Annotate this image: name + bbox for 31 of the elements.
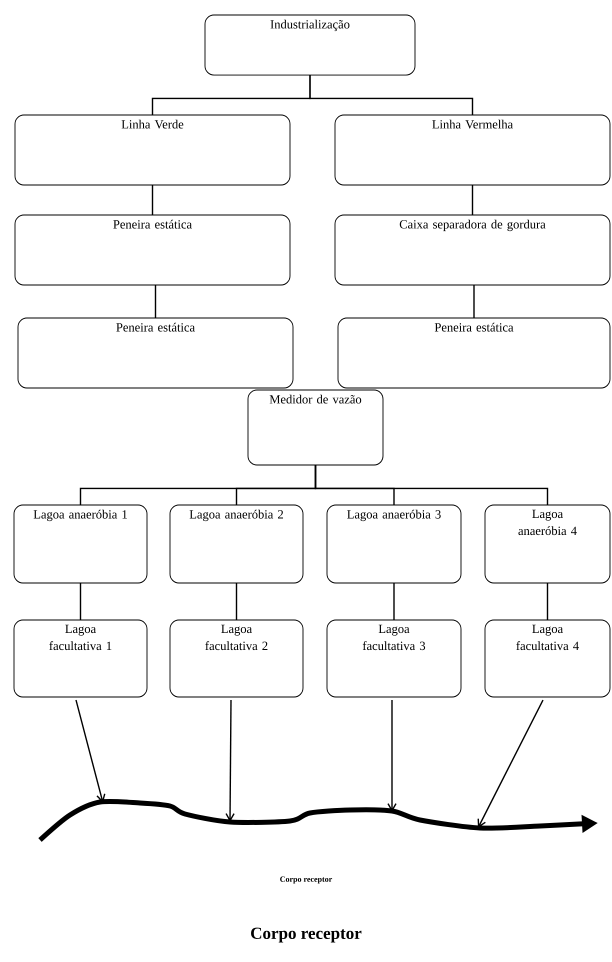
process-box: Lagoa facultativa 4	[484, 620, 610, 698]
process-box: Medidor de vazão	[248, 390, 384, 466]
process-box: Lagoa anaeróbia 4	[484, 504, 610, 584]
arrow	[225, 700, 235, 822]
connector-line	[393, 583, 395, 620]
connector-line	[314, 465, 548, 505]
arrow	[478, 700, 544, 828]
connector-line	[473, 285, 475, 318]
process-box: Lagoa anaeróbia 2	[170, 504, 304, 584]
arrow	[387, 700, 397, 812]
process-box: Industrialização	[204, 14, 416, 76]
connector-line	[80, 583, 82, 620]
connector-line	[152, 185, 154, 215]
connector-line	[309, 75, 474, 115]
process-box: Linha Verde	[14, 114, 290, 186]
river-label: Corpo receptor	[280, 876, 332, 884]
connector-line	[236, 583, 238, 620]
process-box: Lagoa facultativa 2	[170, 620, 304, 698]
process-box: Caixa separadora de gordura	[334, 214, 610, 286]
connector-line	[546, 583, 548, 620]
process-box: Linha Vermelha	[334, 114, 610, 186]
connector-line	[154, 285, 156, 318]
process-box: Peneira estática	[18, 318, 294, 388]
process-box: Lagoa anaeróbia 1	[14, 504, 148, 584]
process-box: Peneira estática	[338, 318, 610, 388]
process-box: Lagoa facultativa 1	[14, 620, 148, 698]
process-box: Lagoa anaeróbia 3	[326, 504, 462, 584]
caption: Corpo receptor	[251, 928, 362, 942]
connector-line	[472, 185, 474, 215]
process-box: Lagoa facultativa 3	[326, 620, 462, 698]
process-box: Peneira estática	[14, 214, 290, 286]
